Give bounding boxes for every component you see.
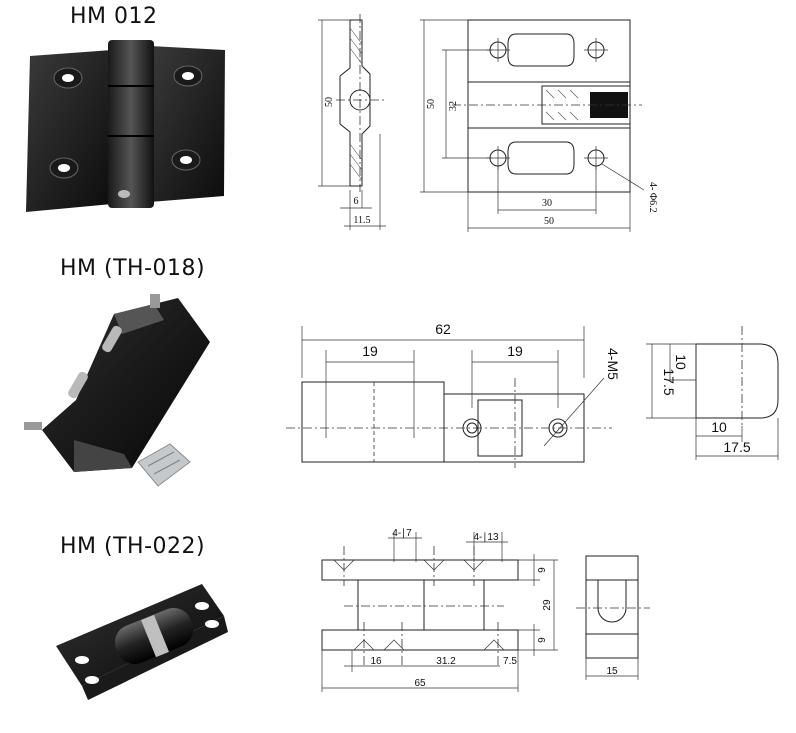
dim-thread: 4-M5 bbox=[605, 348, 621, 380]
product-photo-th022 bbox=[56, 584, 228, 700]
dim-inner-height: 32 bbox=[448, 101, 459, 111]
product-photo-hm012 bbox=[26, 40, 225, 212]
dim-side-height-inner: 10 bbox=[673, 354, 689, 370]
product-photo-th018 bbox=[24, 294, 210, 487]
dim-slot-b: 4-∣13 bbox=[473, 532, 498, 543]
product-title-th022: HM (TH-022) bbox=[60, 534, 206, 559]
dim-side-height: 50 bbox=[324, 97, 335, 107]
dim-side-width: 15 bbox=[606, 666, 618, 677]
product-title-th018: HM (TH-018) bbox=[60, 256, 206, 281]
dim-width: 50 bbox=[544, 216, 554, 227]
dim-side-width: 17.5 bbox=[723, 439, 750, 455]
dim-left-section: 19 bbox=[362, 343, 378, 359]
dim-height: 29 bbox=[542, 599, 553, 611]
dim-right-section: 19 bbox=[507, 343, 523, 359]
dim-edge: 7.5 bbox=[503, 656, 517, 667]
dim-length: 65 bbox=[414, 678, 426, 689]
th022-front-view: 4-∣7 4-∣13 6 6 29 16 31.2 7.5 65 bbox=[321, 528, 558, 692]
dim-side-height: 17.5 bbox=[661, 368, 677, 395]
hm012-front-view: 50 32 30 50 4- Φ6.2 bbox=[420, 19, 658, 232]
dim-length: 62 bbox=[435, 321, 451, 337]
th018-top-view: 62 19 19 4-M5 bbox=[286, 321, 621, 468]
dim-holes: 4- Φ6.2 bbox=[647, 182, 658, 213]
dim-thickness: 6 bbox=[354, 196, 359, 207]
dim-hole-spacing: 30 bbox=[542, 198, 552, 209]
dim-depth: 11.5 bbox=[353, 215, 370, 226]
dim-center: 31.2 bbox=[436, 656, 456, 667]
dim-offset: 16 bbox=[370, 656, 382, 667]
dim-slot-a: 4-∣7 bbox=[392, 528, 412, 539]
th022-side-view: 15 bbox=[576, 555, 650, 680]
dim-side-width-inner: 10 bbox=[711, 419, 727, 435]
th018-side-view: 17.5 10 10 17.5 bbox=[646, 326, 779, 460]
hm012-side-view: 50 6 11.5 bbox=[318, 14, 386, 230]
dim-front-height: 50 bbox=[426, 99, 437, 109]
dim-thickness-top: 6 bbox=[535, 567, 546, 573]
dim-thickness-bottom: 6 bbox=[535, 637, 546, 643]
product-title-hm012: HM 012 bbox=[70, 4, 158, 29]
